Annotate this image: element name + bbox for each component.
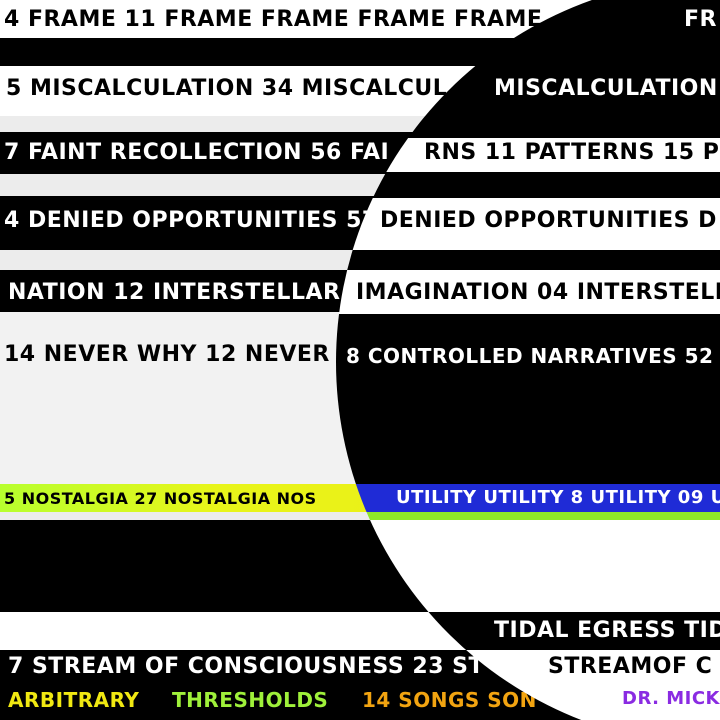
left-row-2: 5 MISCALCULATION 34 MISCALCUL — [6, 76, 448, 101]
right-row-8: TIDAL EGRESS TID — [494, 618, 720, 643]
left-row-1: 4 FRAME 11 FRAME FRAME FRAME FRAME — [4, 7, 543, 32]
right-row-7: UTILITY UTILITY 8 UTILITY 09 UT — [396, 487, 720, 508]
left-row-3: 7 FAINT RECOLLECTION 56 FAI — [4, 140, 390, 165]
footer-word-thresholds: THRESHOLDS — [172, 688, 329, 712]
left-row-9: 7 STREAM OF CONSCIOUSNESS 23 ST — [8, 654, 485, 679]
left-row-5: NATION 12 INTERSTELLAR — [8, 280, 341, 305]
right-row-1: FR — [684, 7, 717, 32]
right-row-6: 8 CONTROLLED NARRATIVES 52 — [346, 344, 714, 368]
circle-band-7 — [336, 250, 720, 270]
circle-band-6 — [336, 198, 720, 250]
footer-credit: DR. MICK — [622, 688, 720, 709]
blue-bar — [336, 484, 720, 512]
footer-word-songs: 14 SONGS SON — [362, 688, 537, 712]
right-row-3: RNS 11 PATTERNS 15 P — [424, 140, 720, 165]
footer-word-arbitrary: ARBITRARY — [8, 688, 140, 712]
circle-band-9 — [336, 314, 720, 484]
right-row-4: DENIED OPPORTUNITIES D — [380, 208, 717, 233]
right-row-2: MISCALCULATION — [494, 76, 718, 101]
left-row-4: 4 DENIED OPPORTUNITIES 57 — [4, 208, 378, 233]
circle-band-5 — [336, 172, 720, 198]
left-row-8: 15 TIDAL EGRESS 05 TIDAL EGRES — [6, 618, 443, 643]
right-row-5: IMAGINATION 04 INTERSTELL — [356, 280, 720, 305]
green-line — [336, 512, 720, 520]
circle-band-3 — [336, 116, 720, 138]
left-row-7: 5 NOSTALGIA 27 NOSTALGIA NOS — [4, 489, 317, 508]
right-row-9: STREAMOF C — [548, 654, 713, 679]
left-row-6: 14 NEVER WHY 12 NEVER — [4, 342, 330, 367]
circle-band-8 — [336, 270, 720, 314]
